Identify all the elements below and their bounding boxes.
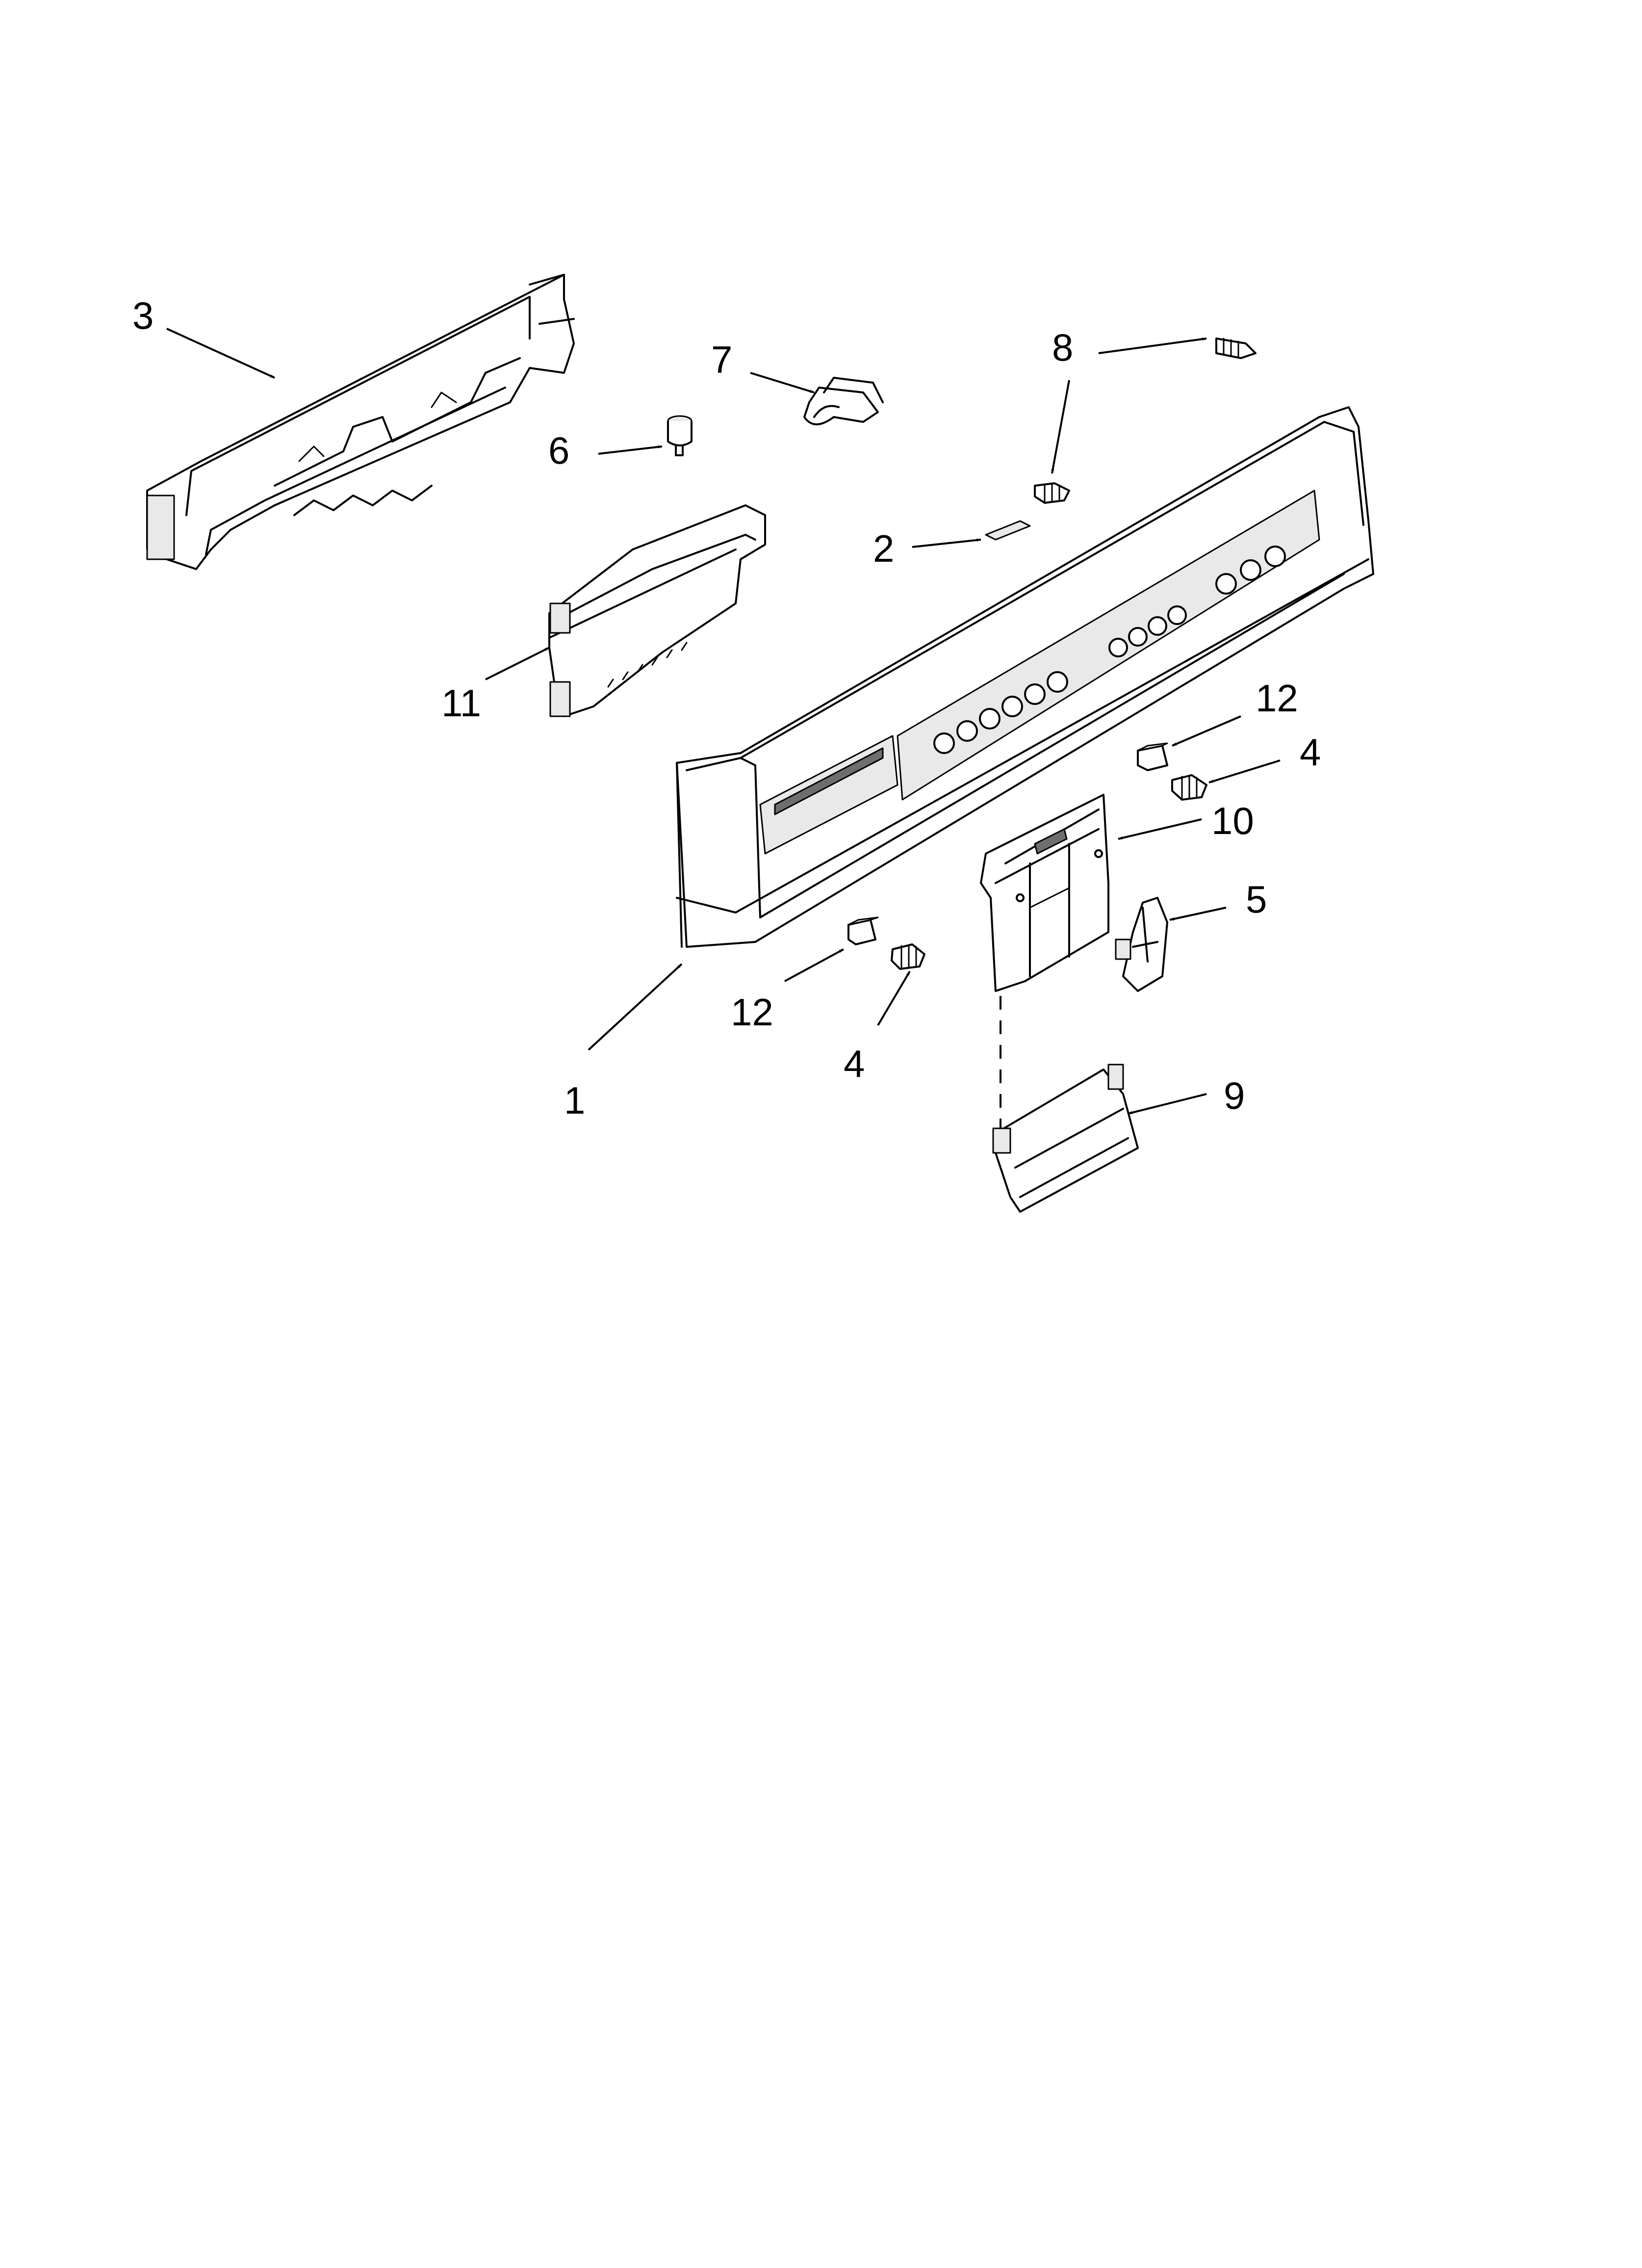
- part-2-badge: [985, 520, 1031, 541]
- callout-7: 7: [711, 338, 732, 381]
- part-3-console-bracket: [146, 274, 575, 570]
- part-7-clip: [803, 377, 884, 425]
- callout-2: 2: [873, 527, 894, 570]
- callout-12-lower: 12: [731, 991, 773, 1034]
- part-12-clip-upper: [1137, 742, 1168, 771]
- part-4-screw-lower: [891, 943, 925, 970]
- part-8-screw-top: [1215, 338, 1257, 359]
- callout-1: 1: [564, 1079, 585, 1122]
- callout-12-upper: 12: [1256, 677, 1298, 720]
- leader-arrows: [166, 328, 1281, 1115]
- part-12-clip-lower: [847, 916, 879, 945]
- part-1-control-panel: [676, 406, 1374, 948]
- panel-buttons: [933, 546, 1286, 754]
- part-8-screw-center: [1034, 482, 1070, 504]
- callout-labels: 3 7 8 6 2 11 12 4 10 5 12 4 1 9: [132, 294, 1321, 1122]
- part-9-trim: [992, 1064, 1139, 1213]
- callout-3: 3: [132, 294, 154, 337]
- callout-6: 6: [548, 429, 569, 472]
- part-4-screw-upper: [1171, 774, 1207, 801]
- callout-4-lower: 4: [844, 1042, 865, 1085]
- part-6-knob: [667, 415, 693, 456]
- part-11-control-board: [548, 504, 766, 717]
- callout-8: 8: [1052, 326, 1073, 369]
- callout-4-upper: 4: [1300, 730, 1321, 774]
- part-5-clip: [1115, 897, 1168, 992]
- callout-11: 11: [441, 681, 481, 725]
- callout-9: 9: [1224, 1074, 1245, 1117]
- callout-5: 5: [1246, 878, 1267, 921]
- part-10-bracket: [980, 794, 1109, 992]
- callout-10: 10: [1211, 799, 1254, 842]
